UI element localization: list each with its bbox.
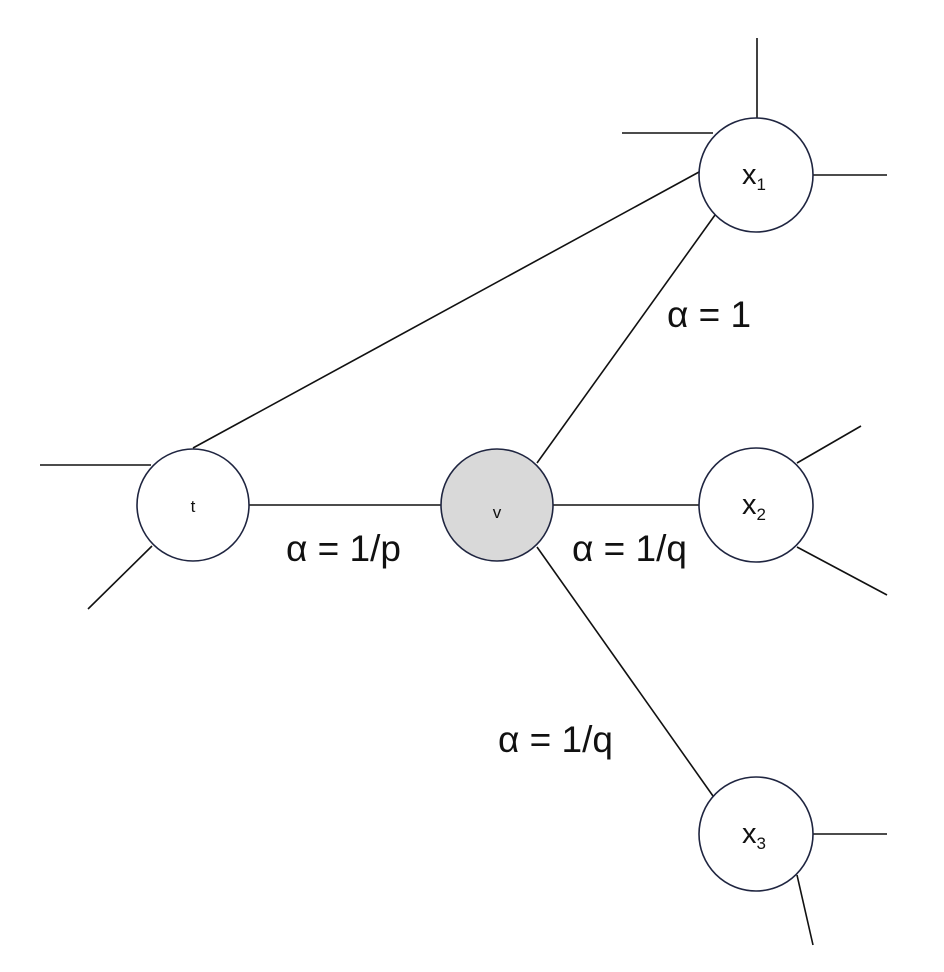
node-x3-circle: [698, 776, 814, 892]
node-x3: x3: [698, 776, 814, 892]
stub-x3-down: [796, 874, 814, 946]
edge-label-v-x3: α = 1/q: [498, 719, 613, 760]
node-t: t: [136, 448, 250, 562]
node-x1-subscript: 1: [757, 175, 766, 194]
edge-t-x1: [192, 171, 700, 449]
edge-label-t-v: α = 1/p: [286, 528, 401, 569]
node-x3-label: x3: [742, 818, 766, 853]
node-x2-subscript: 2: [757, 505, 766, 524]
edge-label-v-x1: α = 1: [667, 294, 751, 335]
edge-labels: α = 1 α = 1/p α = 1/q α = 1/q: [286, 294, 751, 760]
node-x1-circle: [698, 117, 814, 233]
node-x1: x1: [698, 117, 814, 233]
stub-x2-down: [796, 546, 888, 596]
stub-x2-up: [796, 425, 862, 464]
node-x1-label: x1: [742, 159, 766, 194]
node-x3-subscript: 3: [757, 834, 766, 853]
node-x2-label: x2: [742, 489, 766, 524]
edges: [192, 171, 716, 797]
node-t-circle: [136, 448, 250, 562]
node-v: v: [440, 448, 554, 562]
edge-label-v-x2: α = 1/q: [572, 528, 687, 569]
stub-edges: [40, 38, 888, 946]
node-x2-circle: [698, 447, 814, 563]
stub-t-down: [87, 545, 153, 610]
node-t-label: t: [191, 497, 196, 516]
node-v-label: v: [493, 503, 502, 522]
edge-v-x1: [536, 214, 716, 464]
node-x2: x2: [698, 447, 814, 563]
node-v-circle: [440, 448, 554, 562]
edge-v-x3: [536, 546, 714, 797]
